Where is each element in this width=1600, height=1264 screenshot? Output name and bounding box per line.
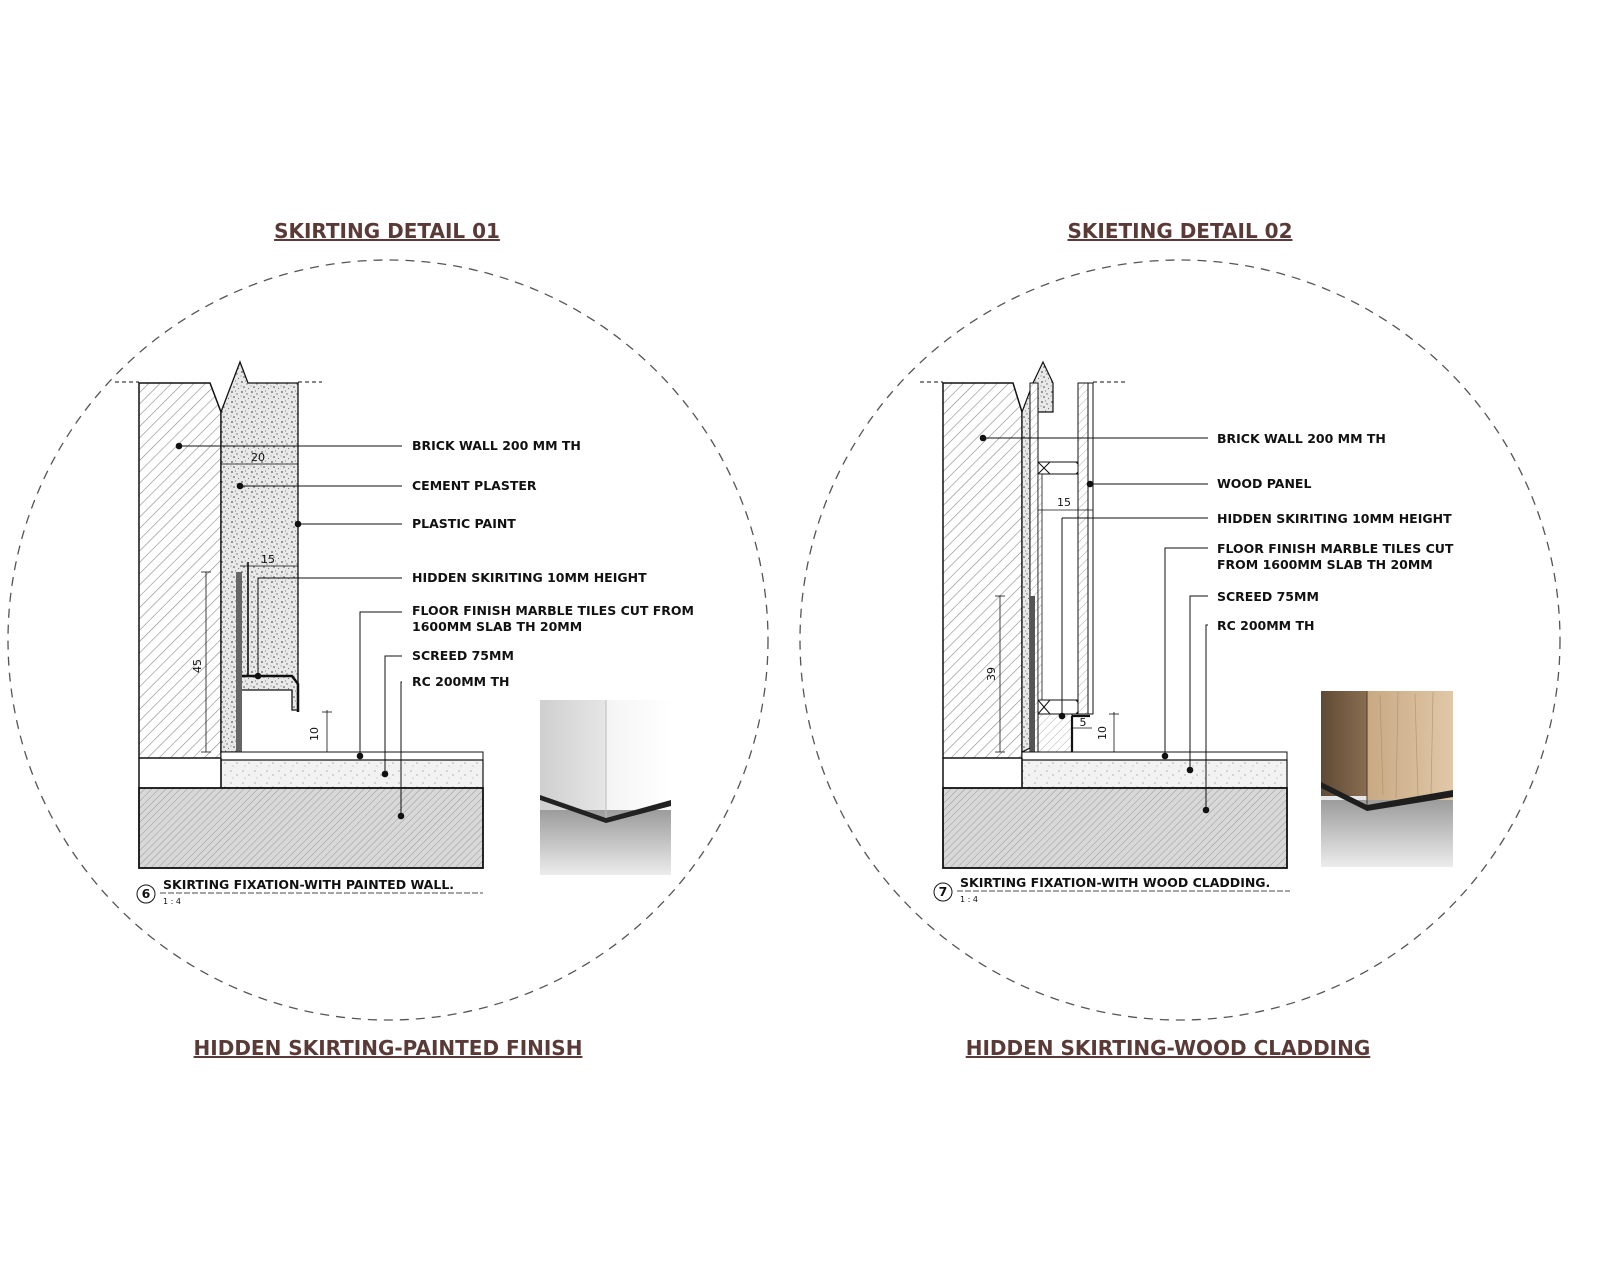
wood-panel-section: [1077, 382, 1089, 715]
skirting-base-block: [1037, 713, 1073, 753]
detail-2: SKIETING DETAIL 02 15: [799, 219, 1561, 1060]
svg-text:45: 45: [191, 659, 204, 673]
label-wood-panel: WOOD PANEL: [1217, 476, 1311, 491]
label-floor-finish-line1: FLOOR FINISH MARBLE TILES CUT: [1217, 541, 1454, 556]
screed-layer: [1021, 759, 1288, 789]
label-brick-wall: BRICK WALL 200 MM TH: [412, 438, 581, 453]
dimension-5: 5: [1072, 716, 1092, 729]
dimension-39: 39: [985, 595, 1005, 753]
dimension-10: 10: [308, 710, 332, 752]
label-hidden-skirting: HIDDEN SKIRITING 10MM HEIGHT: [412, 570, 647, 585]
label-screed: SCREED 75MM: [412, 648, 514, 663]
dimension-45: 45: [191, 571, 211, 753]
skirting-channel: [236, 572, 242, 752]
detail-1-title: SKIRTING DETAIL 01: [274, 219, 500, 243]
rc-slab-section: [942, 787, 1288, 869]
dimension-15: 15: [1038, 496, 1093, 511]
detail-2-title: SKIETING DETAIL 02: [1067, 219, 1292, 243]
rc-slab-section: [138, 787, 484, 869]
svg-text:10: 10: [308, 727, 321, 741]
label-rc: RC 200MM TH: [1217, 618, 1314, 633]
wood-stud: [1037, 473, 1043, 701]
detail-1-callout-circle: [7, 259, 769, 1021]
label-hidden-skirting: HIDDEN SKIRITING 10MM HEIGHT: [1217, 511, 1452, 526]
dimension-20: 20: [221, 451, 298, 465]
dimension-10: 10: [1096, 712, 1119, 752]
dimension-15: 15: [240, 553, 298, 567]
floor-finish-layer: [1021, 751, 1288, 761]
screed-layer: [220, 759, 484, 789]
svg-text:20: 20: [251, 451, 265, 464]
label-plastic-paint: PLASTIC PAINT: [412, 516, 516, 531]
detail-2-subtitle: HIDDEN SKIRTING-WOOD CLADDING: [966, 1036, 1371, 1060]
wood-cladding-corner-photo: [1321, 691, 1453, 867]
wood-panel-face: [1087, 382, 1094, 715]
floor-finish-layer: [220, 751, 484, 761]
detail-number: 6: [142, 886, 151, 901]
label-floor-finish-line1: FLOOR FINISH MARBLE TILES CUT FROM: [412, 603, 694, 618]
svg-text:15: 15: [1057, 496, 1071, 509]
brick-wall-section: [138, 382, 222, 759]
painted-wall-corner-photo: [540, 700, 671, 875]
label-floor-finish-line2: 1600MM SLAB TH 20MM: [412, 619, 582, 634]
leader-lines: [979, 434, 1210, 814]
label-rc: RC 200MM TH: [412, 674, 509, 689]
svg-text:39: 39: [985, 667, 998, 681]
detail-number-badge: [136, 884, 156, 904]
label-cement-plaster: CEMENT PLASTER: [412, 478, 537, 493]
hidden-skirting-profile: [1070, 714, 1090, 752]
label-floor-finish-line2: FROM 1600MM SLAB TH 20MM: [1217, 557, 1433, 572]
skirting-channel: [1030, 596, 1035, 752]
detail-1-subtitle: HIDDEN SKIRTING-PAINTED FINISH: [194, 1036, 583, 1060]
cement-plaster-section: [220, 360, 299, 753]
detail-number: 7: [939, 884, 948, 899]
detail-scale: 1 : 4: [163, 897, 181, 906]
detail-caption: SKIRTING FIXATION-WITH PAINTED WALL.: [163, 877, 454, 892]
label-brick-wall: BRICK WALL 200 MM TH: [1217, 431, 1386, 446]
detail-2-callout-circle: [799, 259, 1561, 1021]
leader-lines: [175, 442, 405, 820]
detail-caption: SKIRTING FIXATION-WITH WOOD CLADDING.: [960, 875, 1270, 890]
svg-text:15: 15: [261, 553, 275, 566]
detail-scale: 1 : 4: [960, 895, 978, 904]
label-screed: SCREED 75MM: [1217, 589, 1319, 604]
svg-text:5: 5: [1080, 716, 1087, 729]
detail-1: SKIRTING DETAIL 01 20 15: [7, 219, 769, 1060]
detail-number-badge: [933, 882, 953, 902]
svg-text:10: 10: [1096, 726, 1109, 740]
